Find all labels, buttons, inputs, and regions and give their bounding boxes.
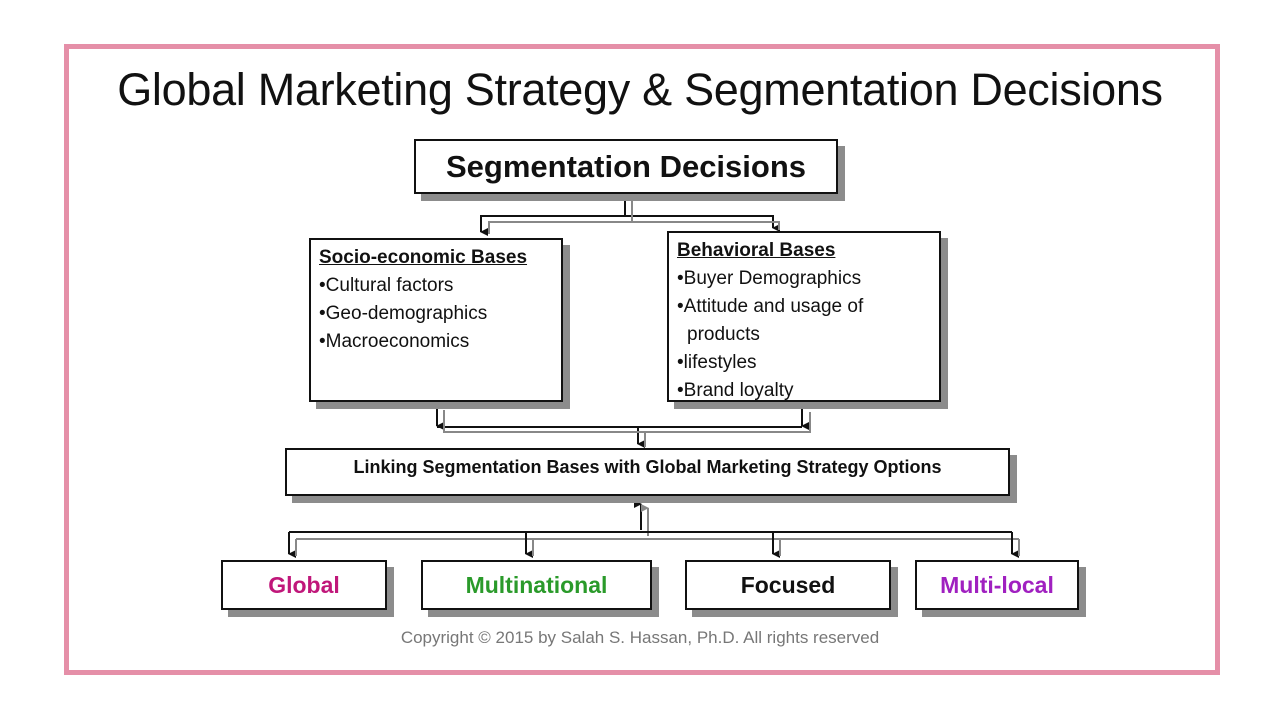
socio-item: •Macroeconomics: [319, 331, 470, 352]
behavioral-heading: Behavioral Bases: [677, 240, 836, 261]
option-focused-label: Focused: [740, 571, 836, 598]
slide-title: Global Marketing Strategy & Segmentation…: [117, 64, 1163, 115]
root-to-bases-connector: [480, 196, 626, 236]
behavioral-item: •Brand loyalty: [677, 380, 794, 401]
options-drop-shadows: [295, 539, 1020, 556]
option-multilocal-box: Multi-local: [915, 560, 1079, 610]
option-focused-box: Focused: [685, 560, 891, 610]
socio-economic-bases-box: Socio-economic Bases •Cultural factors •…: [309, 238, 563, 402]
linking-bases-label: Linking Segmentation Bases with Global M…: [353, 457, 942, 477]
copyright-notice: Copyright © 2015 by Salah S. Hassan, Ph.…: [400, 628, 880, 647]
behavioral-item: •Attitude and usage of: [677, 296, 864, 317]
option-global-box: Global: [221, 560, 387, 610]
behavioral-item: •Buyer Demographics: [677, 268, 862, 289]
socio-item: •Cultural factors: [319, 275, 454, 296]
behavioral-item: products: [687, 324, 760, 345]
option-multinational-box: Multinational: [421, 560, 652, 610]
bases-merge-shadow: [443, 410, 811, 447]
socio-item: •Geo-demographics: [319, 303, 488, 324]
behavioral-item: •lifestyles: [677, 352, 757, 373]
slide-frame: [64, 44, 1220, 675]
root-to-bases-shadow: [488, 200, 780, 234]
socio-economic-heading: Socio-economic Bases: [319, 247, 528, 268]
linking-bases-box: Linking Segmentation Bases with Global M…: [285, 448, 1010, 496]
behavioral-bases-box: Behavioral Bases •Buyer Demographics •At…: [667, 231, 941, 402]
root-to-behavioral-connector: [625, 215, 780, 232]
segmentation-decisions-label: Segmentation Decisions: [445, 148, 807, 184]
option-multilocal-label: Multi-local: [940, 571, 1054, 598]
segmentation-decisions-box: Segmentation Decisions: [414, 139, 838, 194]
option-global-label: Global: [268, 571, 340, 598]
option-multinational-label: Multinational: [465, 571, 608, 598]
bases-merge-line: [437, 426, 802, 444]
